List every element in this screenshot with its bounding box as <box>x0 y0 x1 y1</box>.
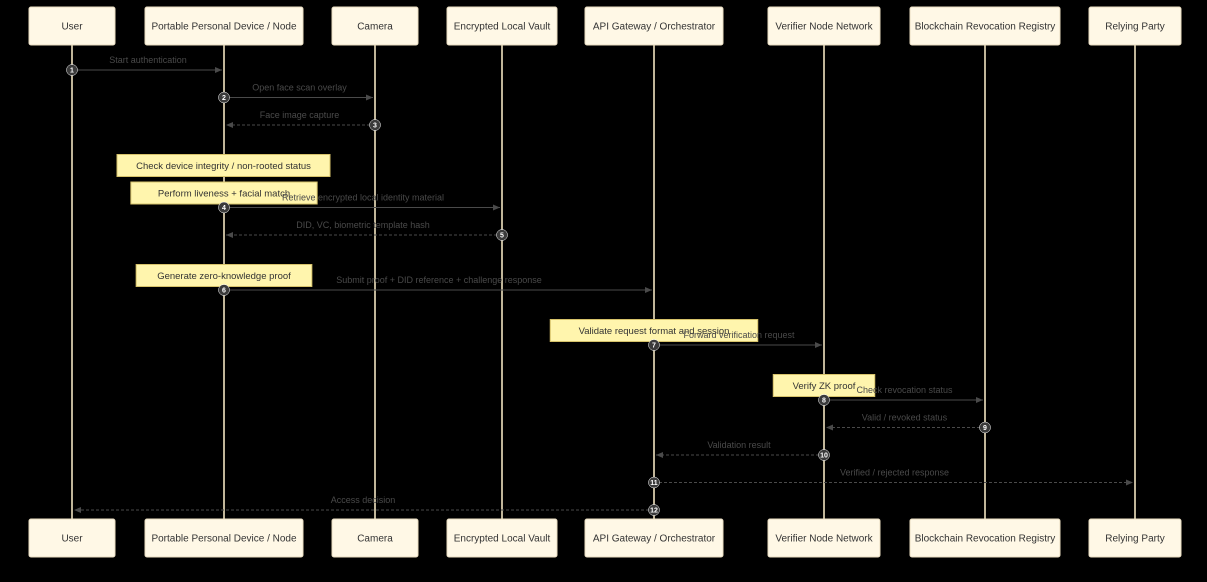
sequence-number-badge <box>818 394 830 406</box>
participant-label-top-blockchain-revocation-registry: Blockchain Revocation Registry <box>915 22 1056 33</box>
sequence-number: 5 <box>500 233 504 240</box>
participant-label-bottom-verifier-node-network: Verifier Node Network <box>775 534 873 545</box>
participant-box-bottom-blockchain-revocation-registry <box>909 518 1061 558</box>
note-text: Generate zero-knowledge proof <box>157 271 291 282</box>
participant-label-bottom-blockchain-revocation-registry: Blockchain Revocation Registry <box>915 534 1056 545</box>
participant-box-bottom-portable-personal-device-node <box>144 518 304 558</box>
message-label: Retrieve encrypted local identity materi… <box>282 193 444 203</box>
message-label: Forward verification request <box>683 330 795 340</box>
participant-box-top-encrypted-local-vault <box>446 6 558 46</box>
sequence-number: 10 <box>820 453 828 460</box>
participant-box-bottom-api-gateway-orchestrator <box>584 518 724 558</box>
participant-label-top-user: User <box>61 22 83 33</box>
sequence-number-badge <box>648 504 660 516</box>
sequence-number-badge <box>979 421 991 434</box>
participant-label-bottom-relying-party: Relying Party <box>1105 534 1164 545</box>
sequence-number-badge <box>218 91 230 104</box>
participant-label-top-verifier-node-network: Verifier Node Network <box>775 22 873 33</box>
sequence-number: 1 <box>70 68 74 75</box>
sequence-number: 2 <box>222 95 226 102</box>
participant-label-top-portable-personal-device-node: Portable Personal Device / Node <box>151 22 297 33</box>
sequence-number-badge <box>218 201 230 214</box>
participant-label-bottom-portable-personal-device-node: Portable Personal Device / Node <box>151 534 297 545</box>
sequence-number: 3 <box>373 123 377 130</box>
note-text: Perform liveness + facial match <box>158 189 290 200</box>
message-label: Submit proof + DID reference + challenge… <box>336 275 542 285</box>
participant-label-bottom-camera: Camera <box>357 534 393 545</box>
note-text: Check device integrity / non-rooted stat… <box>136 161 311 172</box>
participant-box-top-api-gateway-orchestrator <box>584 6 724 46</box>
participant-label-bottom-user: User <box>61 534 83 545</box>
sequence-number-badge <box>66 64 78 76</box>
sequence-number: 12 <box>650 508 658 515</box>
sequence-number: 7 <box>652 343 656 350</box>
sequence-number-badge <box>496 229 508 241</box>
participant-box-top-camera <box>331 6 419 46</box>
notes: Check device integrity / non-rooted stat… <box>116 154 876 397</box>
participant-box-bottom-relying-party <box>1088 518 1182 558</box>
message-label: Access decision <box>331 495 396 505</box>
message-label: Validation result <box>707 440 771 450</box>
participant-box-top-relying-party <box>1088 6 1182 46</box>
participant-box-bottom-user <box>28 518 116 558</box>
participant-box-bottom-camera <box>331 518 419 558</box>
sequence-number: 11 <box>650 480 658 487</box>
note-text: Validate request format and session <box>579 326 730 337</box>
sequence-number-badge <box>218 284 230 296</box>
note-box <box>116 154 331 177</box>
sequence-number: 4 <box>222 205 226 212</box>
participant-label-top-relying-party: Relying Party <box>1105 22 1164 33</box>
message-label: Start authentication <box>109 55 187 65</box>
participant-label-top-camera: Camera <box>357 22 393 33</box>
participant-box-top-portable-personal-device-node <box>144 6 304 46</box>
message-label: Valid / revoked status <box>862 413 948 423</box>
message-label: Verified / rejected response <box>840 468 949 478</box>
message-label: Open face scan overlay <box>252 83 347 93</box>
participant-label-bottom-encrypted-local-vault: Encrypted Local Vault <box>454 534 551 545</box>
sequence-number: 6 <box>222 288 226 295</box>
participant-box-bottom-verifier-node-network <box>767 518 881 558</box>
sequence-number: 9 <box>983 425 987 432</box>
participant-box-top-blockchain-revocation-registry <box>909 6 1061 46</box>
sequence-number: 8 <box>822 398 826 405</box>
sequence-number-badge <box>648 476 660 489</box>
sequence-number-badge <box>648 339 660 351</box>
participant-label-top-encrypted-local-vault: Encrypted Local Vault <box>454 22 551 33</box>
message-label: Check revocation status <box>856 385 953 395</box>
sequence-number-badge <box>369 119 381 131</box>
participant-box-top-user <box>28 6 116 46</box>
participant-box-bottom-encrypted-local-vault <box>446 518 558 558</box>
participant-label-bottom-api-gateway-orchestrator: API Gateway / Orchestrator <box>593 534 716 545</box>
sequence-number-badge <box>818 449 830 461</box>
note-text: Verify ZK proof <box>793 381 856 392</box>
message-label: DID, VC, biometric template hash <box>296 220 430 230</box>
message-label: Face image capture <box>260 110 340 120</box>
participant-box-top-verifier-node-network <box>767 6 881 46</box>
participant-label-top-api-gateway-orchestrator: API Gateway / Orchestrator <box>593 22 716 33</box>
